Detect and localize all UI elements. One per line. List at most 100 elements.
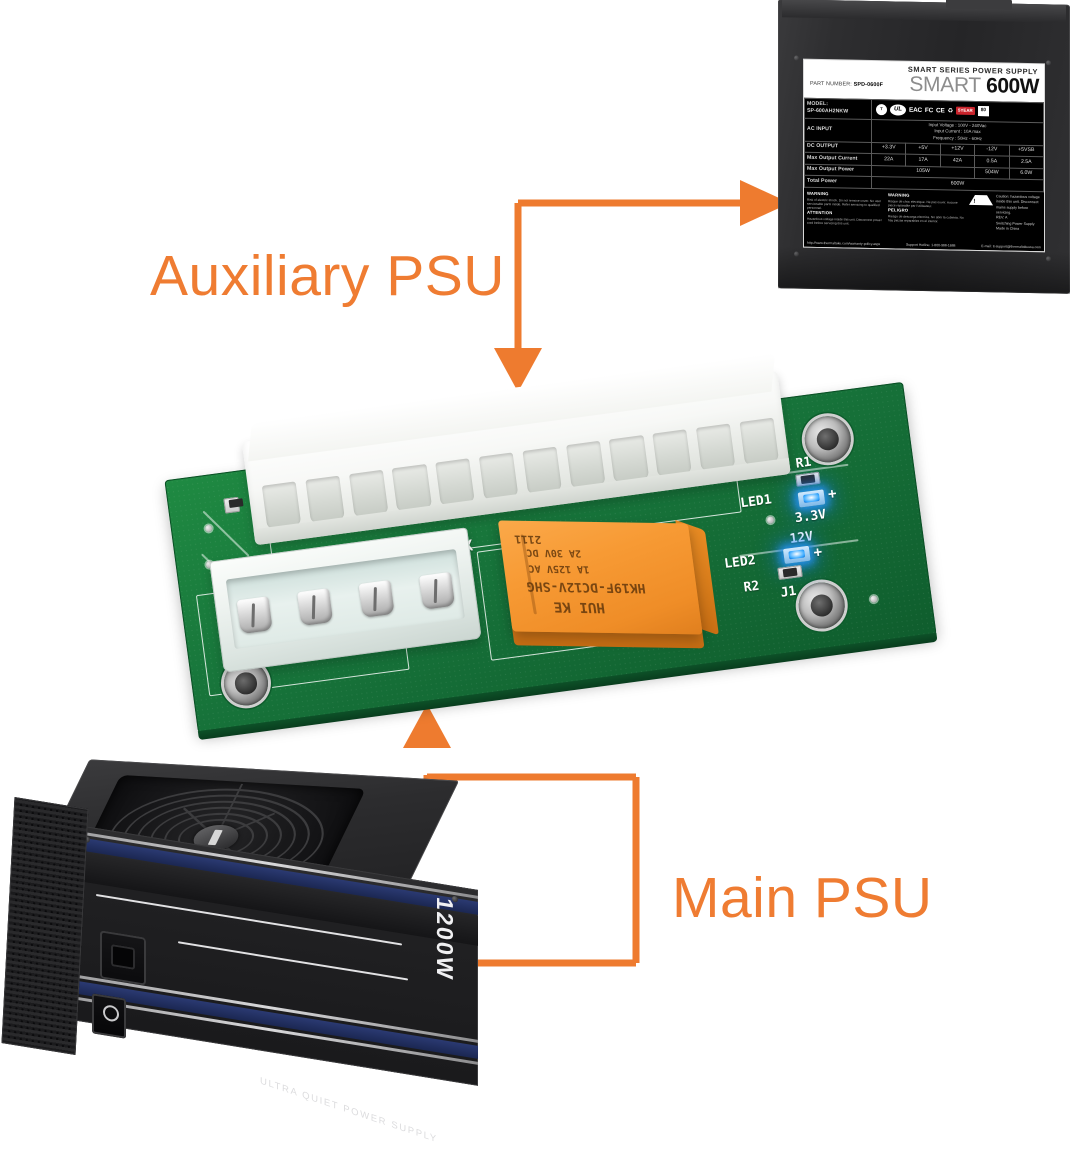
- psu-screw: [794, 55, 799, 61]
- psu-wattage-text: 1200W: [432, 895, 458, 983]
- psu-brand-wattage: SMART 600W: [909, 72, 1039, 99]
- psu-tagline-text: ULTRA QUIET POWER SUPPLY: [259, 1075, 438, 1146]
- max-current-value: 22A: [871, 153, 906, 166]
- silk-label-3v3: 3.3V: [794, 507, 828, 527]
- footer-support: Support Hotline: 1-800-988-1688: [906, 242, 956, 248]
- max-current-value: 0.5A: [974, 155, 1010, 168]
- psu-screw: [1046, 60, 1051, 66]
- silk-label-led1: LED1: [739, 492, 773, 512]
- adapter-board-assembly: R1 LED1 + 3.3V 12V LED2 + R2 J1 ATX: [164, 352, 938, 742]
- ul-mark-icon: UL: [890, 104, 906, 116]
- psu-label-body: MODEL: SP-600AH2NKW T UL EAC FC CE ♻: [804, 97, 1044, 252]
- psu-model-caption: MODEL:: [807, 100, 829, 107]
- max-current-value: 42A: [940, 155, 975, 168]
- fcc-mark-icon: FC: [924, 106, 934, 114]
- max-power-value: 6.0W: [1009, 167, 1044, 181]
- connector-slot: [695, 423, 736, 472]
- connector-slot: [261, 481, 302, 530]
- silk-label-j1: J1: [779, 583, 798, 601]
- rail-name: +12V: [940, 143, 975, 156]
- led2-indicator: [782, 545, 811, 565]
- connector-slot: [305, 475, 346, 524]
- connector-pin: [236, 596, 273, 635]
- eac-mark-icon: EAC: [909, 106, 922, 114]
- hazard-note: Caution: hazardous voltage inside this u…: [996, 194, 1040, 215]
- psu-power-switch[interactable]: [92, 993, 126, 1039]
- max-current-value: 2.5A: [1009, 156, 1044, 169]
- pcb-via: [869, 595, 878, 604]
- psu-side-vent-panel: [1, 797, 89, 1055]
- silk-label-led2: LED2: [723, 552, 757, 572]
- main-psu-unit: 1200W ULTRA QUIET POWER SUPPLY: [1, 759, 478, 1145]
- pcb-pad: [223, 496, 241, 514]
- relay-date-code: 2111: [513, 532, 543, 546]
- aux-psu-arrow-path: [514, 199, 742, 352]
- psu-accent-line: [178, 941, 408, 981]
- silk-label-r1: R1: [794, 454, 813, 472]
- resistor-r1: [795, 471, 821, 487]
- total-power-label: Total Power: [804, 175, 872, 189]
- rail-name: -12V: [974, 144, 1010, 157]
- silk-label-led1-polarity: +: [827, 485, 838, 503]
- eighty-plus-mark-icon: 80: [977, 106, 990, 117]
- silk-label-12v: 12V: [788, 529, 815, 548]
- peligro-body: Riesgo de descarga electrica. No abrir l…: [888, 214, 964, 224]
- mounting-hole-bottom-right: [795, 579, 848, 632]
- relay-rating-dc: 2A 30V DC: [525, 546, 582, 559]
- warning-block: WARNING Risk of electric shock. Do not r…: [804, 188, 1044, 233]
- psu-ac-inlet: [100, 930, 146, 986]
- origin: Made in China: [996, 226, 1020, 232]
- rev-block: Caution: hazardous voltage inside this u…: [996, 194, 1041, 233]
- psu-part-number-value: SPD-0600F: [853, 81, 884, 89]
- diagram-canvas: Auxiliary PSU Main PSU SMART SERIES POWE…: [0, 0, 1075, 1098]
- warning-column-left: WARNING Risk of electric shock. Do not r…: [807, 191, 884, 230]
- ac-input-label: AC INPUT: [804, 117, 872, 143]
- silk-label-led2-polarity: +: [812, 544, 824, 562]
- relay-brand: HUI KE: [552, 598, 606, 616]
- max-current-value: 17A: [905, 154, 941, 167]
- pcb-trace: [202, 510, 250, 557]
- five-year-warranty-icon: 5YEAR: [956, 106, 975, 116]
- psu-model-value: SP-600AH2NKW: [807, 108, 849, 115]
- led1-indicator: [797, 489, 826, 508]
- footer-website: http://www.thermaltake.com/warranty-poli…: [807, 240, 881, 247]
- connector-slot: [522, 446, 563, 495]
- tuv-mark-icon: T: [876, 103, 887, 116]
- psu-brand-text: SMART: [909, 72, 981, 98]
- rail-name: +5V: [905, 142, 941, 156]
- main-psu-callout-label: Main PSU: [672, 866, 933, 930]
- connector-pin: [418, 571, 456, 610]
- psu-part-number-line: PART NUMBER: SPD-0600F: [810, 81, 883, 88]
- relay-part-number: HK19F-DC12V-SHG: [525, 578, 647, 595]
- rail-name: +5VSB: [1009, 144, 1044, 158]
- psu-part-number-caption: PART NUMBER:: [810, 80, 852, 88]
- resistor-r2: [777, 564, 803, 580]
- ac-input-values: Input Voltage : 100V - 240Vac Input Curr…: [871, 119, 1044, 146]
- hazard-triangle-icon: [969, 194, 993, 206]
- connector-slot: [435, 458, 476, 507]
- attention-body: Hazardous voltage inside this unit. Disc…: [807, 216, 882, 227]
- rail-name: +3.3V: [871, 142, 906, 155]
- connector-slot: [739, 417, 780, 466]
- psu-top-tab: [946, 0, 1012, 10]
- pcb-via: [766, 516, 775, 525]
- footer-email: E-mail: tt-support@thermaltakeusa.com: [981, 244, 1041, 250]
- pcb-via: [204, 524, 213, 533]
- hazard-and-rev-block: Caution: hazardous voltage inside this u…: [969, 194, 1041, 233]
- psu-screw: [452, 895, 458, 903]
- warning-column-mid: WARNING Risque de choc electrique. Ne pa…: [888, 192, 965, 231]
- certification-row: T UL EAC FC CE ♻ 5YEAR 80: [874, 103, 1041, 118]
- connector-pin: [297, 588, 334, 627]
- psu-top-lip: [782, 0, 1066, 23]
- psu-bottom-shadow: [778, 246, 1070, 294]
- connector-slot: [478, 452, 519, 501]
- psu-model-cell: MODEL: SP-600AH2NKW: [804, 98, 872, 120]
- connector-slot: [652, 429, 693, 478]
- connector-pin: [358, 579, 395, 618]
- psu-spec-label: SMART SERIES POWER SUPPLY SMART 600W PAR…: [804, 59, 1044, 252]
- relay-top-face: 2111 2A 30V DC 1A 125V AC HK19F-DC12V-SH…: [497, 520, 703, 635]
- connector-slot: [392, 463, 432, 513]
- psu-label-header: SMART SERIES POWER SUPPLY SMART 600W PAR…: [804, 59, 1044, 103]
- psu-wattage-text: 600W: [986, 74, 1039, 99]
- psu-spec-table: MODEL: SP-600AH2NKW T UL EAC FC CE ♻: [804, 98, 1044, 192]
